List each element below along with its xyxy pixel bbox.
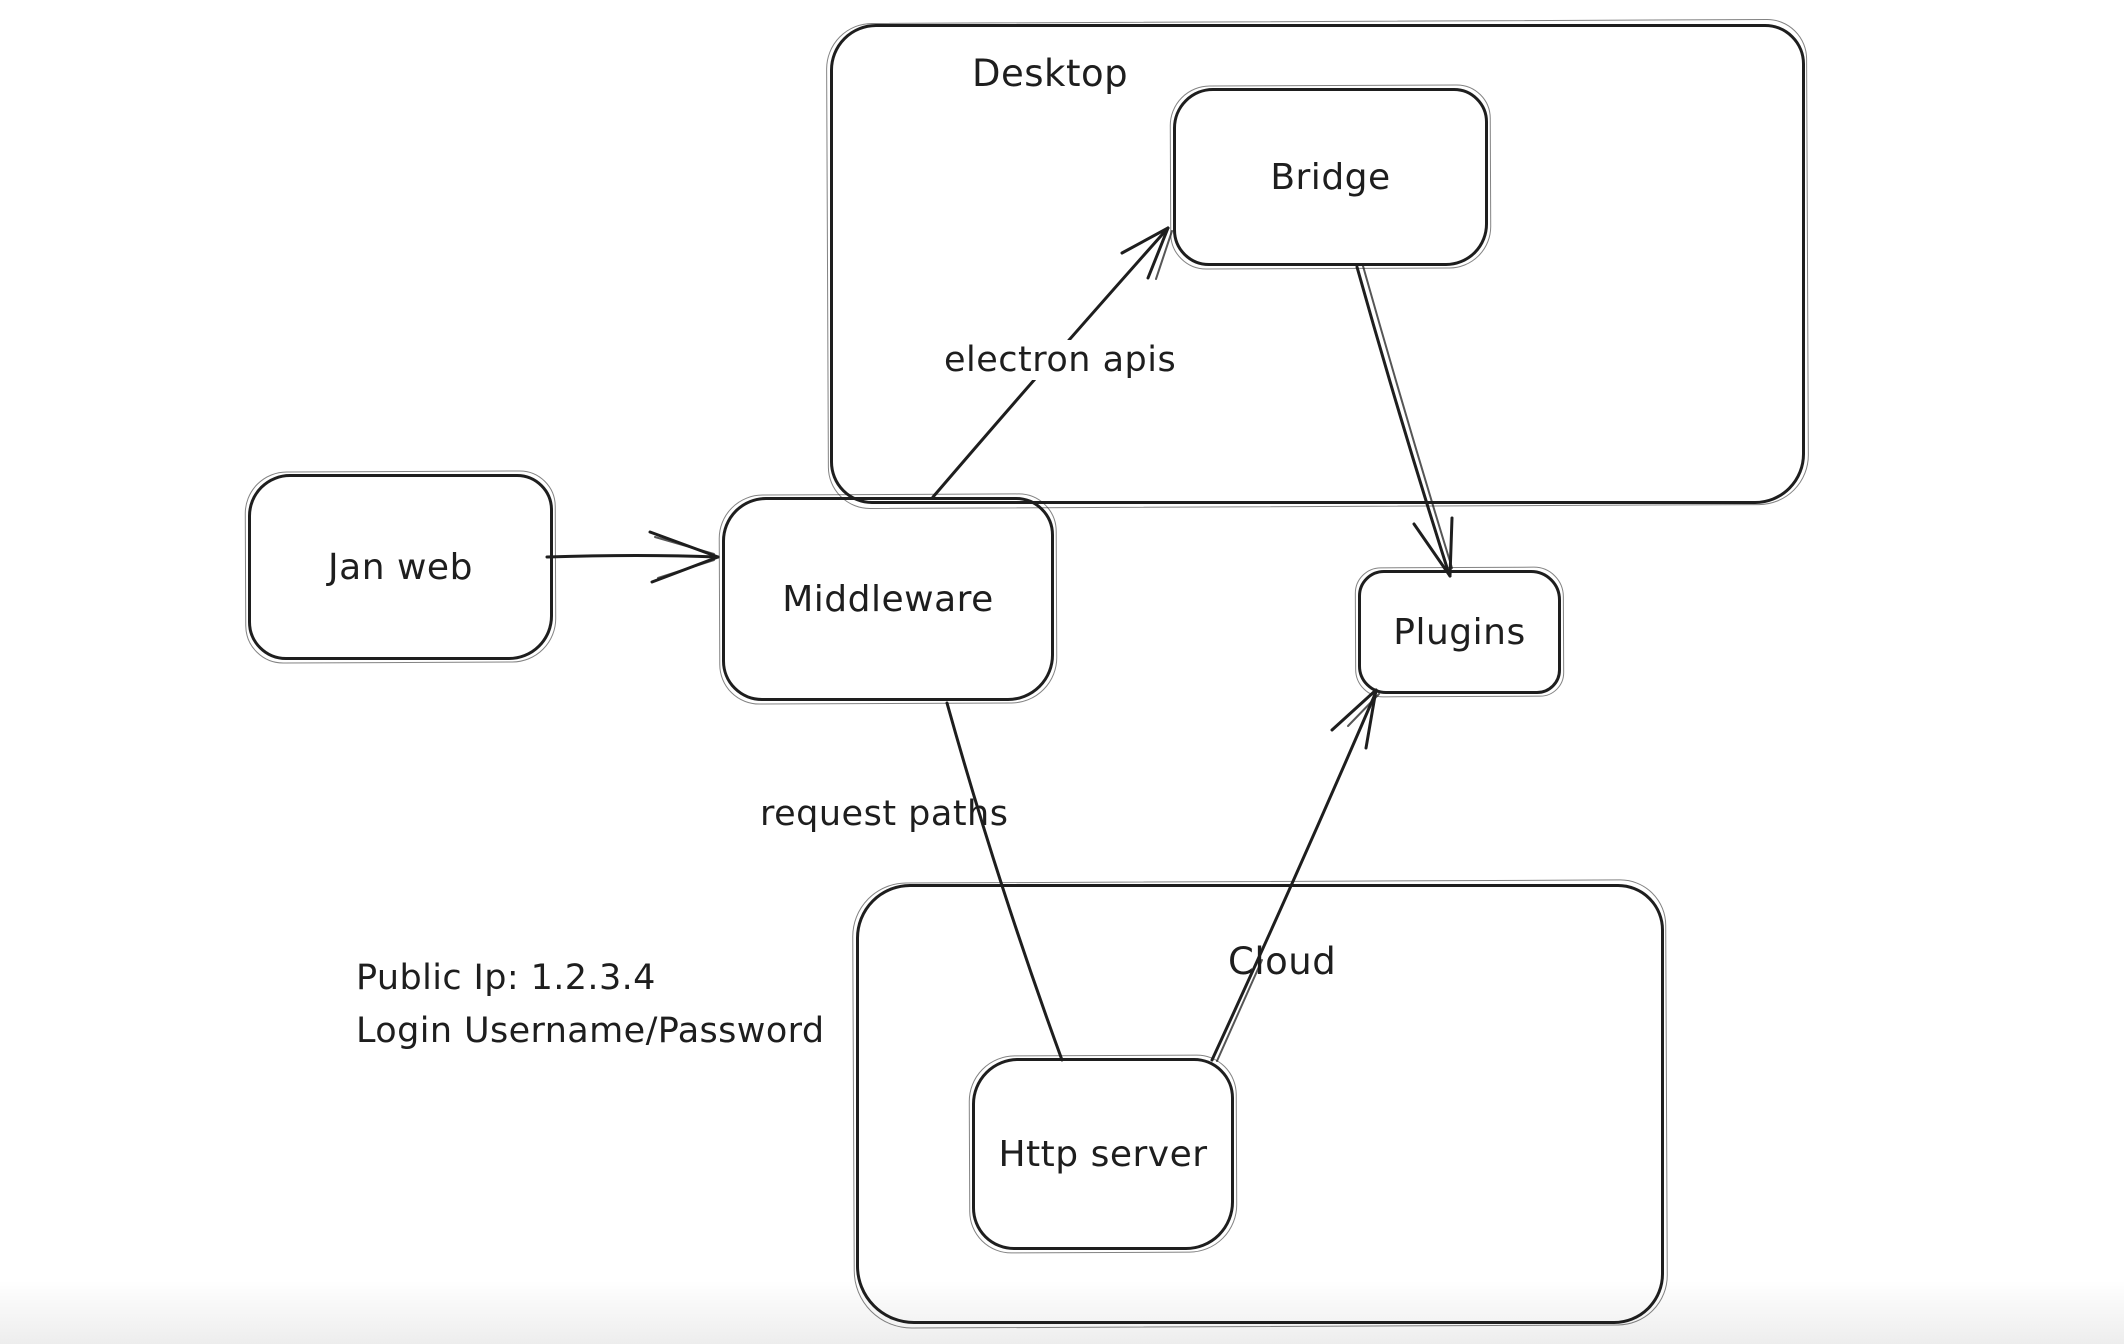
jan-web-label: Jan web [328,546,473,588]
annotation-public-ip: Public Ip: 1.2.3.4 [356,958,656,998]
node-http-server[interactable]: Http server [972,1058,1234,1250]
node-bridge[interactable]: Bridge [1173,88,1488,266]
http-server-label: Http server [998,1133,1208,1175]
edge-jan-web-to-middleware[interactable] [545,530,720,584]
desktop-container[interactable] [830,24,1805,504]
cloud-container-label: Cloud [1228,940,1337,983]
electron-apis-edge-label[interactable]: electron apis [936,340,1185,380]
bridge-label: Bridge [1270,156,1391,198]
desktop-container-label: Desktop [972,52,1129,95]
request-paths-edge-label[interactable]: request paths [760,794,1009,834]
annotation-block[interactable]: Public Ip: 1.2.3.4 Login Username/Passwo… [356,952,824,1057]
node-middleware[interactable]: Middleware [722,497,1054,701]
annotation-login: Login Username/Password [356,1010,825,1051]
node-plugins[interactable]: Plugins [1358,570,1561,694]
node-jan-web[interactable]: Jan web [248,474,553,660]
middleware-label: Middleware [782,578,994,620]
plugins-label: Plugins [1393,611,1526,653]
